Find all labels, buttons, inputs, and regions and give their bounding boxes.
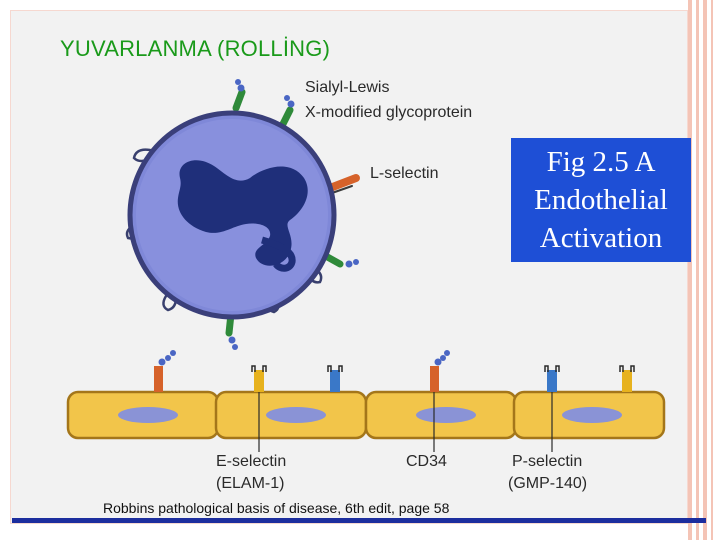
figure-number: Fig 2.5 A	[546, 146, 656, 178]
leukocyte-cell	[127, 110, 337, 320]
figure-label-box: Fig 2.5 A Endothelial Activation	[511, 138, 691, 262]
label-p-selectin: P-selectin	[512, 453, 583, 470]
label-sialyl-lewis: Sialyl-Lewis	[305, 79, 390, 96]
label-glycoprotein: X-modified glycoprotein	[305, 104, 473, 121]
endothelium	[66, 390, 666, 440]
label-cd34: CD34	[406, 453, 447, 470]
endothelial-molecules	[154, 350, 635, 392]
figure-title-line1: Endothelial	[534, 184, 668, 216]
slide-side-decoration	[686, 0, 720, 540]
figure-caption: Robbins pathological basis of disease, 6…	[103, 500, 450, 516]
leukocyte-nucleus	[177, 160, 308, 266]
slide-bottom-bar	[12, 518, 706, 523]
figure-title-line2: Activation	[539, 222, 663, 254]
label-leader-lines	[258, 392, 553, 452]
label-e-selectin: E-selectin	[216, 453, 287, 470]
label-l-selectin: L-selectin	[370, 165, 439, 182]
slide-title: YUVARLANMA (ROLLİNG)	[60, 36, 331, 61]
label-elam-1: (ELAM-1)	[216, 475, 285, 492]
label-gmp-140: (GMP-140)	[508, 475, 588, 492]
